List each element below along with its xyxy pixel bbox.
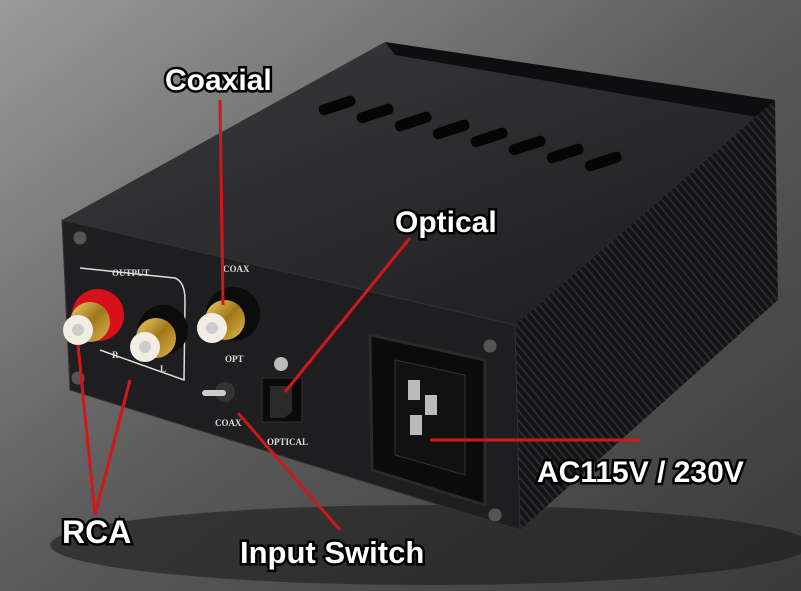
ac-power-inlet[interactable]: [368, 333, 487, 508]
shadow: [50, 505, 801, 585]
output-label: OUTPUT: [112, 268, 150, 278]
optical-callout: Optical: [395, 206, 497, 239]
opt-label: OPT: [225, 354, 244, 364]
optical-label: OPTICAL: [267, 437, 308, 447]
coaxial-callout: Coaxial: [165, 64, 272, 97]
coax-input-label: COAX: [223, 264, 250, 274]
right-channel-label: R: [112, 350, 119, 360]
chassis-top-lip: [385, 42, 775, 120]
power-callout: AC115V / 230V: [537, 456, 744, 489]
chassis-top: [62, 42, 775, 325]
rca-callout: RCA: [62, 514, 131, 550]
indicator-led: [274, 357, 288, 371]
input-switch-callout: Input Switch: [240, 535, 424, 570]
rca-left-jack[interactable]: [130, 305, 188, 362]
switch-coax-label: COAX: [215, 418, 242, 428]
output-bracket: [79, 267, 186, 382]
rca-right-jack[interactable]: [63, 289, 124, 345]
callout-lines: [76, 99, 640, 531]
optical-input-port[interactable]: [261, 377, 303, 423]
coaxial-input-jack[interactable]: [197, 287, 260, 343]
heatsink-side: [515, 100, 778, 530]
vent-slots: [318, 95, 622, 172]
input-switch-toggle[interactable]: [202, 382, 235, 402]
left-channel-label: L: [160, 364, 166, 374]
